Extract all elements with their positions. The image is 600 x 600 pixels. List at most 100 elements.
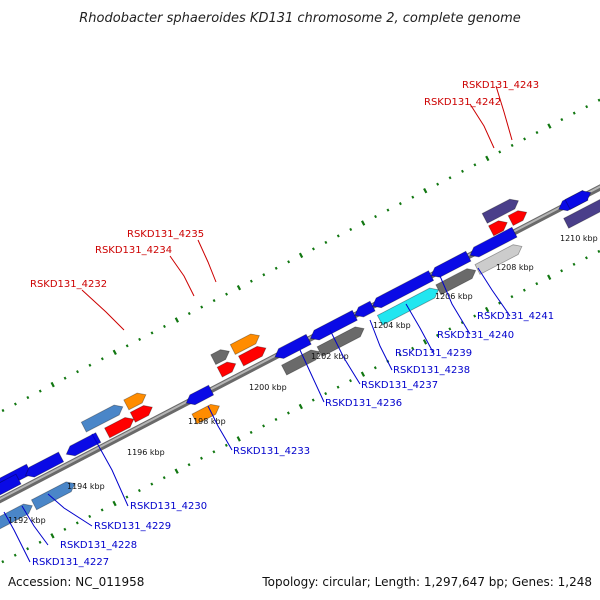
gene-4235b	[237, 345, 267, 367]
minor-tick	[162, 476, 166, 480]
gene-4240a	[430, 250, 472, 278]
minor-tick	[498, 301, 501, 305]
leader-4239	[405, 303, 435, 355]
minor-tick	[187, 311, 191, 316]
gene-4244	[563, 199, 600, 229]
leader-4236	[299, 349, 325, 403]
leader-4243	[495, 85, 513, 141]
leader-4229	[47, 493, 93, 527]
minor-tick	[286, 411, 290, 415]
minor-tick	[448, 327, 452, 331]
gene-4242b	[488, 220, 508, 237]
gene-4228	[30, 481, 76, 511]
major-tick	[485, 155, 490, 162]
gene-label-4239: RSKD131_4239	[395, 348, 472, 359]
gene-4234	[210, 349, 230, 366]
minor-tick	[249, 430, 253, 434]
gene-4242	[481, 198, 519, 224]
gene-label-4227: RSKD131_4227	[32, 557, 109, 568]
major-tick	[484, 306, 490, 313]
minor-tick	[274, 266, 278, 270]
minor-tick	[572, 111, 576, 115]
minor-tick	[125, 495, 129, 499]
minor-tick	[311, 398, 315, 402]
minor-tick	[473, 314, 477, 318]
minor-tick	[398, 202, 402, 206]
minor-tick	[324, 392, 328, 396]
minor-tick	[63, 376, 67, 380]
minor-tick	[498, 150, 502, 154]
tick-label-1206: 1206 kbp	[435, 292, 473, 301]
gene-label-4237: RSKD131_4237	[361, 380, 438, 391]
minor-tick	[448, 176, 452, 180]
major-tick	[547, 274, 552, 280]
gene-4238	[354, 300, 376, 318]
minor-tick	[249, 279, 253, 283]
minor-tick	[312, 247, 315, 251]
gene-4236a	[274, 333, 312, 359]
gene-label-4228: RSKD131_4228	[60, 540, 137, 551]
minor-tick	[224, 443, 228, 447]
gene-4235	[229, 333, 260, 355]
leader-4228	[21, 505, 49, 546]
tick-label-1192: 1192 kbp	[8, 516, 46, 525]
minor-tick	[336, 234, 340, 238]
gene-4241a	[469, 226, 518, 258]
minor-tick	[212, 450, 216, 454]
minor-tick	[522, 288, 526, 292]
tick-label-1204: 1204 kbp	[373, 321, 411, 330]
minor-tick	[473, 163, 477, 167]
major-tick	[423, 187, 428, 194]
major-tick	[236, 284, 242, 291]
major-tick	[112, 500, 117, 507]
tick-label-1198: 1198 kbp	[188, 417, 226, 426]
gene-label-4233: RSKD131_4233	[233, 446, 310, 457]
minor-tick	[510, 143, 514, 148]
minor-tick	[349, 379, 352, 383]
minor-tick	[560, 118, 564, 122]
map-title: Rhodobacter sphaeroides KD131 chromosome…	[79, 11, 520, 26]
gene-labels-reverse: RSKD131_4227 RSKD131_4228 RSKD131_4229 R…	[32, 311, 554, 568]
leader-4235	[197, 239, 217, 283]
leader-4227	[3, 511, 31, 563]
minor-tick	[187, 463, 191, 467]
gene-4237	[316, 326, 365, 358]
minor-tick	[100, 508, 104, 512]
major-tick	[360, 371, 366, 377]
minor-tick	[461, 169, 464, 173]
major-tick	[236, 436, 241, 442]
minor-tick	[535, 282, 539, 286]
minor-tick	[510, 295, 514, 299]
tick-label-1200: 1200 kbp	[249, 383, 287, 392]
gene-label-4242: RSKD131_4242	[424, 97, 501, 108]
major-tick	[361, 220, 366, 226]
accession-label: Accession: NC_011958	[8, 575, 144, 589]
minor-tick	[373, 366, 377, 370]
minor-tick	[597, 249, 600, 253]
minor-tick	[584, 256, 588, 260]
gene-4234b	[216, 361, 237, 378]
minor-tick	[150, 331, 154, 335]
gene-4241	[474, 244, 523, 275]
gene-4232b	[129, 405, 153, 423]
minor-tick	[287, 260, 291, 264]
major-tick	[298, 252, 304, 259]
minor-tick	[137, 488, 141, 493]
minor-tick	[560, 269, 564, 273]
minor-tick	[150, 482, 154, 486]
minor-tick	[200, 305, 204, 309]
major-tick	[174, 468, 179, 474]
gene-label-4234: RSKD131_4234	[95, 245, 172, 256]
major-tick	[298, 403, 303, 410]
minor-tick	[386, 208, 390, 212]
minor-tick	[262, 424, 266, 428]
minor-tick	[13, 402, 17, 406]
backbone-highlight	[0, 185, 600, 501]
major-tick	[422, 339, 428, 345]
minor-tick	[38, 389, 42, 393]
dotted-tracks	[1, 98, 600, 564]
minor-tick	[535, 130, 539, 135]
gene-4237a	[309, 309, 358, 341]
minor-tick	[76, 370, 79, 374]
gene-4230	[65, 432, 102, 457]
